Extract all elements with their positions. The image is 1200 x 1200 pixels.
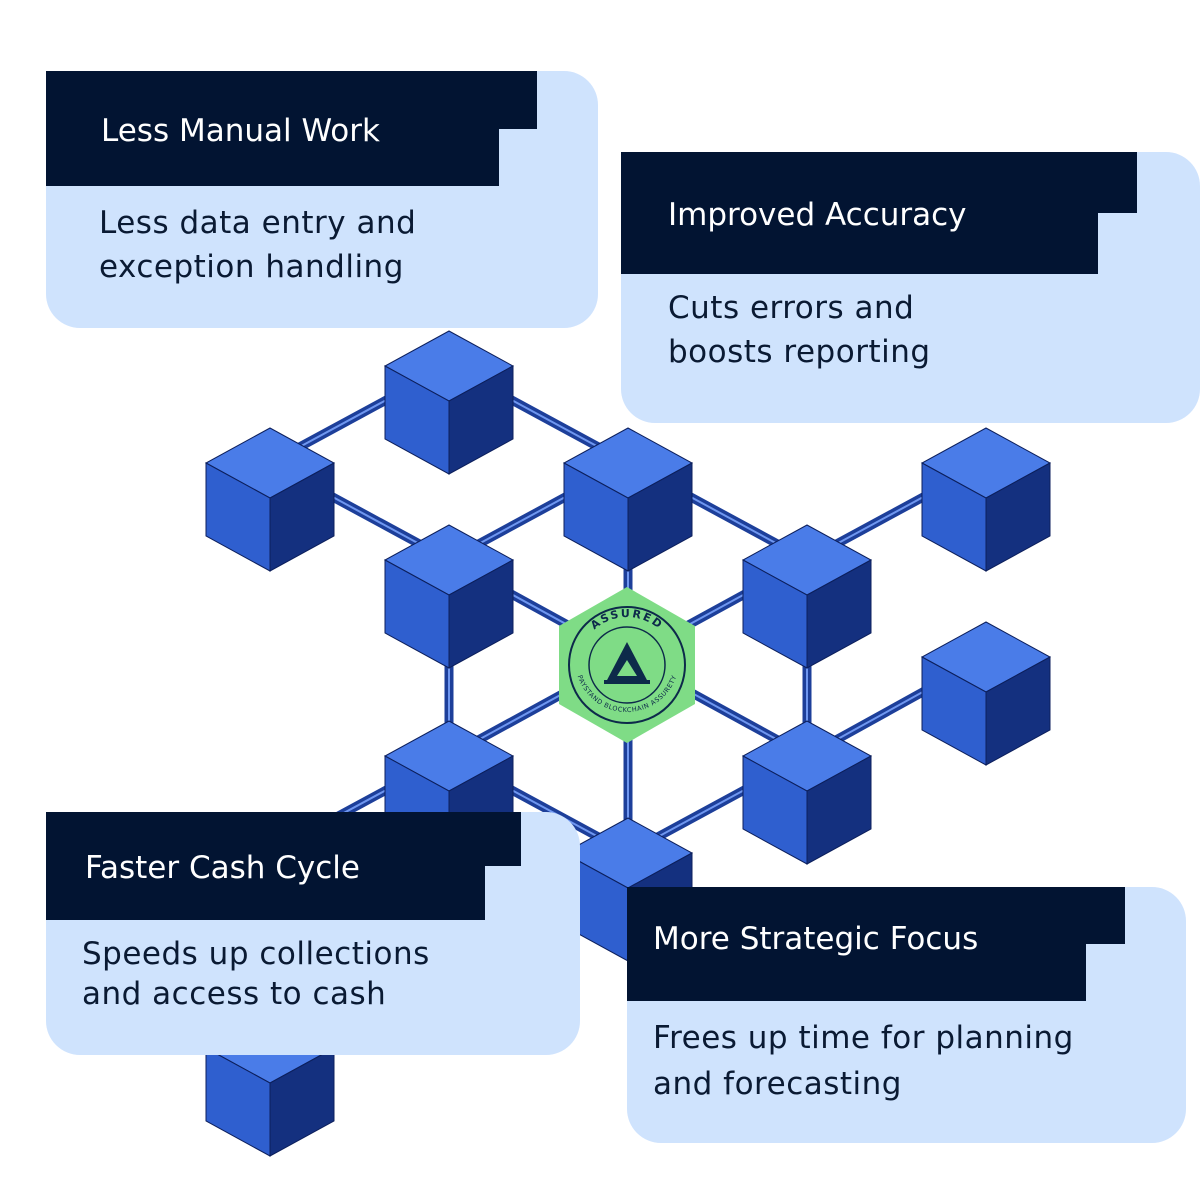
badge-ring — [568, 606, 686, 724]
card-header — [627, 887, 1125, 1001]
cube-icon — [204, 427, 336, 572]
card-improved-accuracy: Improved Accuracy Cuts errors and boosts… — [621, 152, 1200, 423]
cube-icon — [383, 330, 515, 475]
card-title: Faster Cash Cycle — [85, 850, 360, 886]
cube-icon — [562, 427, 694, 572]
cube-icon — [383, 524, 515, 669]
badge-inner-ring — [588, 626, 666, 704]
cube-icon — [741, 720, 873, 865]
card-faster-cash-cycle: Faster Cash Cycle Speeds up collections … — [46, 812, 580, 1055]
card-header — [46, 812, 521, 920]
cube-icon — [741, 524, 873, 669]
cube-icon — [920, 621, 1052, 766]
card-description: Frees up time for planning and forecasti… — [653, 1020, 1074, 1102]
card-title: Less Manual Work — [101, 113, 380, 149]
card-more-strategic-focus: More Strategic Focus Frees up time for p… — [627, 887, 1186, 1143]
card-header — [621, 152, 1137, 274]
card-description: Less data entry and exception handling — [99, 205, 417, 285]
cube-icon — [920, 427, 1052, 572]
card-title: Improved Accuracy — [668, 197, 967, 233]
card-header — [46, 71, 537, 186]
assured-logo-icon — [604, 642, 650, 684]
assured-badge: ASSURED PAYSTAND BLOCKCHAIN ASSURETY — [559, 587, 695, 743]
card-description: Speeds up collections and access to cash — [82, 936, 430, 1012]
card-title: More Strategic Focus — [653, 921, 979, 957]
card-description: Cuts errors and boosts reporting — [668, 290, 931, 370]
network-cubes — [204, 330, 1052, 1157]
card-less-manual-work: Less Manual Work Less data entry and exc… — [46, 71, 598, 328]
